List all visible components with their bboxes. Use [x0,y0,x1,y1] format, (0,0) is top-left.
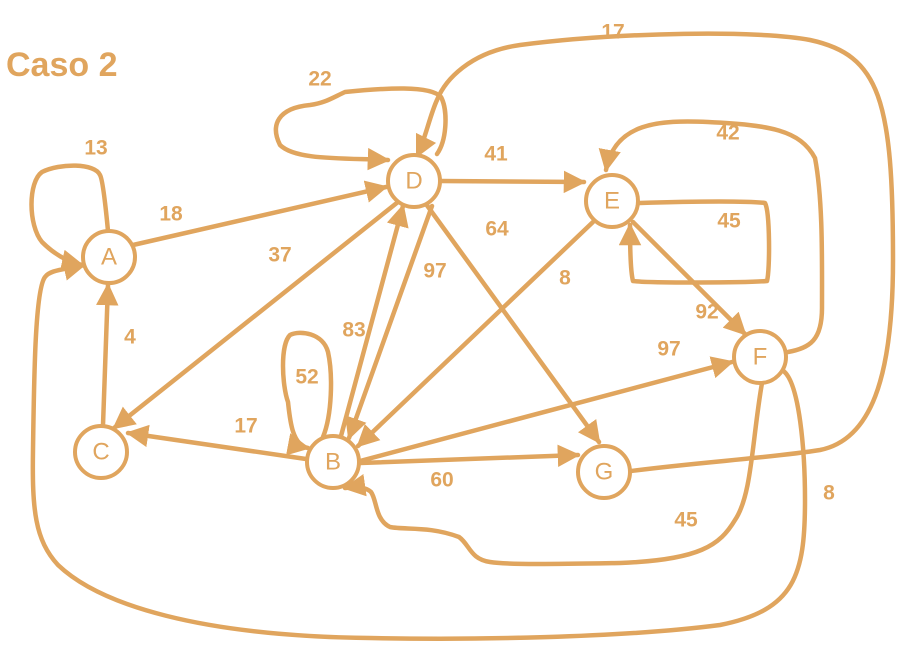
node-circle [576,444,632,500]
node-label: F [753,344,768,371]
edge-a-to-d [130,180,389,248]
edge-b-to-d [338,203,409,439]
edge-weight-d-g: 64 [485,218,509,241]
edge-b-to-b [280,330,334,456]
edge-weight-e-e: 45 [717,210,741,233]
edge-f-to-a [30,258,808,641]
edge-d-to-d [273,86,448,171]
node-label: D [405,168,422,195]
node-d: D [386,153,442,209]
edges-layer [29,31,896,641]
edge-weight-b-d: 83 [342,319,365,342]
nodes-layer: A B C D E F G [73,153,788,500]
node-label: C [92,439,109,466]
node-g: G [576,444,632,500]
node-a: A [81,229,137,285]
diagram-title: Caso 2 [6,46,118,84]
weights-layer: 13 18 4 22 37 41 64 97 83 52 17 60 97 8 45 92 42 45 8 17 [84,21,835,532]
edge-weight-f-e: 42 [716,122,739,145]
edge-e-to-e [618,199,772,285]
node-circle [81,229,137,285]
edge-f-to-b [342,380,765,567]
node-circle [732,329,788,385]
node-f: F [732,329,788,385]
node-label: A [101,244,117,271]
edge-a-to-a [29,163,111,272]
node-c: C [73,424,129,480]
node-circle [305,434,361,490]
node-circle [73,424,129,480]
node-label: G [595,459,614,486]
edge-weight-f-a: 8 [823,482,835,505]
edge-weight-d-b: 97 [423,260,446,283]
edge-weight-c-a: 4 [124,326,136,349]
edge-d-to-c [111,199,401,431]
edge-weight-g-d: 17 [601,21,624,44]
edge-g-to-d [414,31,896,474]
edge-weight-b-g: 60 [430,469,453,492]
edge-f-to-e [598,119,825,355]
edge-weight-b-c: 17 [234,415,257,438]
edge-weight-a-d: 18 [159,203,183,226]
node-label: B [325,449,341,476]
edge-d-to-b [345,203,435,441]
node-e: E [584,173,640,229]
edge-weight-d-e: 41 [484,143,508,166]
edge-weight-f-b: 45 [674,509,698,532]
edge-weight-b-f: 97 [657,338,680,361]
edge-b-to-g [357,444,581,467]
node-label: E [604,188,620,215]
node-circle [584,173,640,229]
edge-c-to-a [96,282,119,428]
edge-weight-d-d: 22 [308,68,331,91]
edge-b-to-c [125,424,309,462]
edge-e-to-b [355,219,596,449]
edge-e-to-f [630,219,748,337]
edge-weight-a-a: 13 [84,137,107,160]
edge-b-to-f [357,356,735,464]
edge-weight-e-f: 92 [695,301,718,324]
edge-weight-e-b: 8 [559,267,571,290]
edge-d-to-e [437,170,587,194]
edge-weight-d-c: 37 [268,244,291,267]
edge-weight-b-b: 52 [295,366,318,389]
edge-d-to-g [423,201,602,445]
node-circle [386,153,442,209]
node-b: B [305,434,361,490]
